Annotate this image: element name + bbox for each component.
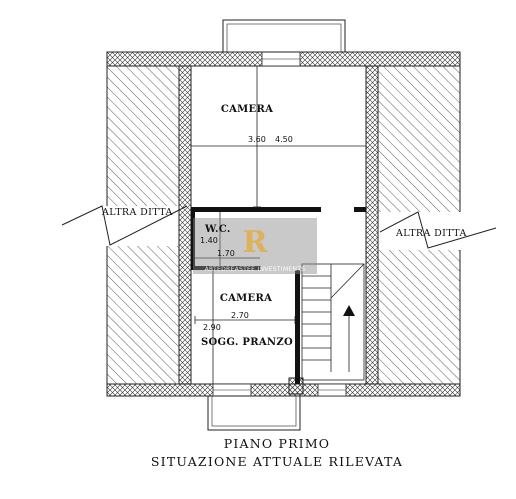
- interior-walls: [191, 207, 366, 384]
- right-break-line: [378, 211, 498, 250]
- top-balcony: [222, 19, 346, 53]
- left-break-line: [60, 205, 188, 246]
- dim-label-wc-height: 1.40: [200, 236, 218, 245]
- neighbor-label-left: ALTRA DITTA: [101, 207, 173, 218]
- watermark-text: ARTEDREASTEE INVESTIMENTS: [205, 266, 306, 273]
- watermark-monogram: R: [243, 225, 269, 260]
- bottom-window: [212, 383, 252, 397]
- room-label-camera-bottom: CAMERA: [220, 293, 272, 304]
- dim-label-wc-width: 1.70: [217, 249, 235, 258]
- dim-label-bottom-height: 2.90: [203, 323, 221, 332]
- bottom-balcony: [207, 395, 301, 431]
- dimension-lines: [190, 65, 367, 384]
- perimeter-walls: [106, 51, 461, 397]
- room-label-wc: W.C.: [204, 224, 231, 235]
- dim-label-top-height: 4.50: [275, 135, 293, 144]
- bottom-door: [317, 383, 347, 397]
- plan-subtitle: SITUAZIONE ATTUALE RILEVATA: [151, 454, 403, 469]
- dim-label-top-width: 3.60: [248, 135, 266, 144]
- watermark-logo: R ARTEDREASTEE INVESTIMENTS: [193, 218, 317, 274]
- dim-label-bottom-width: 2.70: [231, 311, 249, 320]
- room-label-soggiorno: SOGG. PRANZO: [201, 337, 293, 348]
- neighbor-label-right: ALTRA DITTA: [395, 228, 467, 239]
- top-window: [261, 51, 301, 67]
- plan-title: PIANO PRIMO: [224, 436, 331, 451]
- staircase: [301, 263, 365, 381]
- room-label-camera-top: CAMERA: [221, 104, 273, 115]
- stair-arrow-icon: [343, 305, 355, 316]
